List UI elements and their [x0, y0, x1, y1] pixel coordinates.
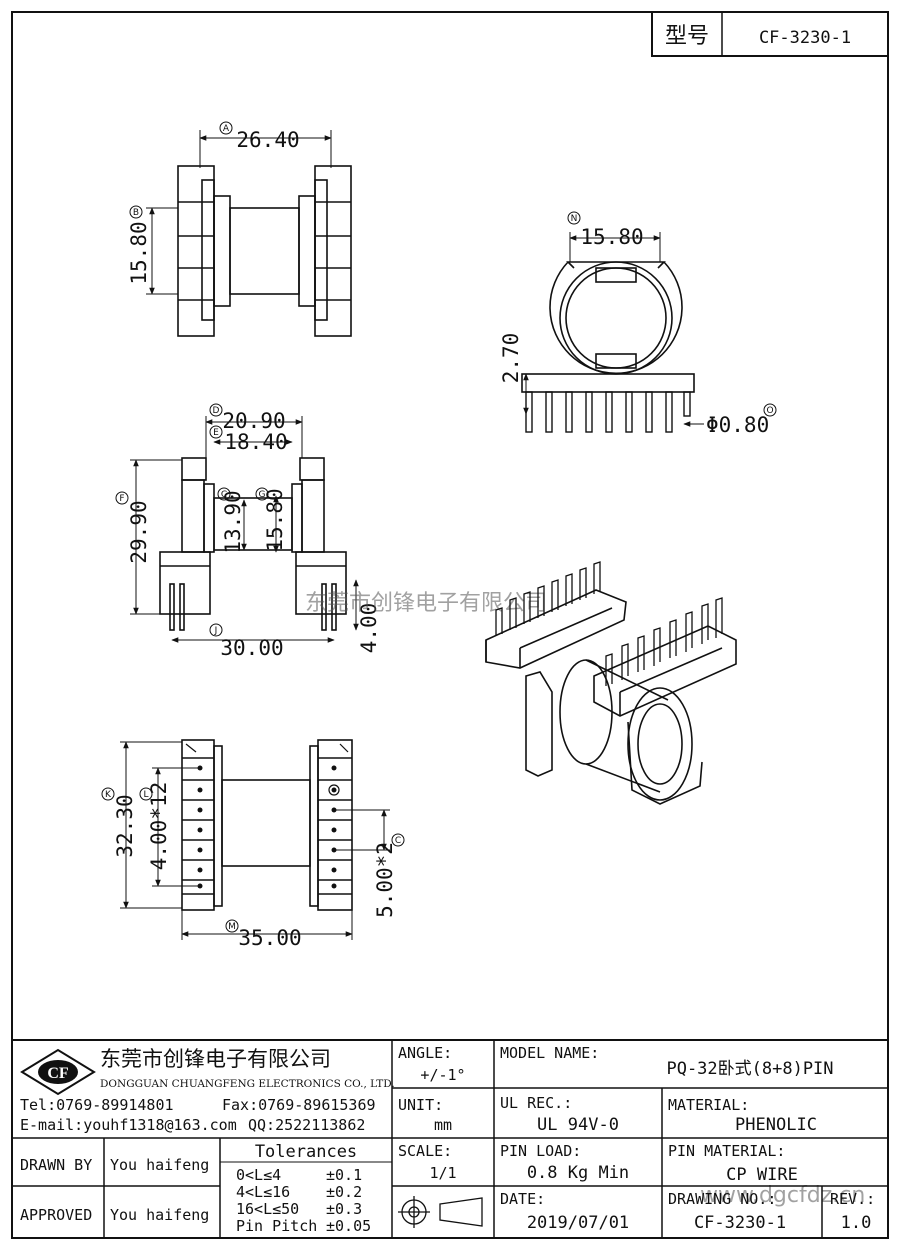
tolerance-range: 4<L≤16	[236, 1183, 290, 1201]
side-view-dims: 15.80 N 2.70 Φ0.80 O	[499, 211, 777, 437]
rev-label: REV.:	[830, 1190, 875, 1208]
dim-top-height: 15.80	[127, 221, 151, 284]
circle-label-c2: C	[395, 836, 401, 846]
circle-label-f: F	[119, 494, 124, 504]
model-label: 型号	[665, 24, 709, 49]
drawing-border	[11, 11, 889, 1239]
dim-pin-diameter: Φ0.80	[706, 413, 769, 437]
pin-material-value: CP WIRE	[726, 1165, 798, 1185]
company-name-en: DONGGUAN CHUANGFENG ELECTRONICS CO., LTD…	[100, 1078, 395, 1090]
ul-label: UL REC.:	[500, 1094, 572, 1112]
tolerance-value: ±0.1	[326, 1166, 362, 1184]
model-header-box: 型号 CF-3230-1	[651, 11, 889, 57]
front-view-dims: 20.90 D 18.40 E 13.90 C 15.80 G 29.90 F …	[115, 403, 381, 660]
company-qq: QQ:2522113862	[248, 1116, 365, 1134]
dim-front-inner-diam: 13.90	[221, 490, 245, 553]
dim-pin-length: 4.00	[357, 603, 381, 654]
approved-value: You haifeng	[110, 1206, 209, 1224]
tolerance-range: 0<L≤4	[236, 1166, 281, 1184]
logo-text: CF	[47, 1065, 69, 1082]
angle-value: +/-1°	[420, 1066, 465, 1084]
tolerance-value: ±0.2	[326, 1183, 362, 1201]
circle-label-g: G	[259, 490, 266, 500]
dim-side-diameter: 15.80	[580, 225, 643, 249]
tolerance-value: ±0.3	[326, 1200, 362, 1218]
dim-front-outer-diam: 15.80	[263, 488, 287, 551]
tolerance-range: 16<L≤50	[236, 1200, 299, 1218]
angle-label: ANGLE:	[398, 1044, 452, 1062]
dim-bottom-height: 32.30	[113, 794, 137, 857]
dim-front-base-width: 30.00	[220, 636, 283, 660]
pin-load-label: PIN LOAD:	[500, 1142, 581, 1160]
approved-label: APPROVED	[20, 1206, 92, 1224]
bottom-view	[181, 739, 353, 911]
dim-bottom-width: 35.00	[238, 926, 301, 950]
pin-load-value: 0.8 Kg Min	[527, 1163, 629, 1183]
drawn-by-value: You haifeng	[110, 1156, 209, 1174]
circle-label-d: D	[213, 406, 220, 416]
drawing-no-value: CF-3230-1	[694, 1213, 786, 1233]
circle-label-e: E	[213, 428, 219, 438]
tolerance-table: 0<L≤4 ±0.1 4<L≤16 ±0.2 16<L≤50 ±0.3 Pin …	[236, 1166, 371, 1235]
front-view	[159, 457, 347, 631]
company-email: E-mail:youhf1318@163.com	[20, 1116, 237, 1134]
bottom-view-dims: 32.30 K 4.00*12 L 5.00*2 C 35.00 M	[101, 741, 405, 950]
scale-value: 1/1	[429, 1164, 456, 1182]
model-name-label: MODEL NAME:	[500, 1044, 599, 1062]
pin-material-label: PIN MATERIAL:	[668, 1142, 785, 1160]
dim-top-width: 26.40	[236, 128, 299, 152]
tolerances-title: Tolerances	[255, 1142, 357, 1162]
top-view-dims: 26.40 15.80 A B	[127, 121, 332, 295]
drawn-by-label: DRAWN BY	[20, 1156, 92, 1174]
circle-label-j: J	[214, 626, 218, 636]
date-label: DATE:	[500, 1190, 545, 1208]
side-view	[521, 261, 695, 433]
company-logo: CF	[20, 1048, 96, 1096]
circle-label-b: B	[133, 208, 139, 218]
tolerance-range: Pin Pitch	[236, 1217, 317, 1235]
company-fax: Fax:0769-89615369	[222, 1096, 376, 1114]
top-view	[177, 165, 352, 337]
rev-value: 1.0	[841, 1213, 872, 1233]
dim-bottom-row-pitch: 5.00*2	[373, 842, 397, 918]
model-name-value: PQ-32卧式(8+8)PIN	[666, 1059, 833, 1079]
dim-bottom-pitch: 4.00*12	[147, 782, 171, 871]
company-tel: Tel:0769-89914801	[20, 1096, 174, 1114]
material-value: PHENOLIC	[735, 1115, 817, 1135]
circle-label-o: O	[766, 406, 773, 416]
circle-label-l: L	[143, 790, 148, 800]
drawing-no-label: DRAWING NO.:	[668, 1190, 776, 1208]
date-value: 2019/07/01	[527, 1213, 629, 1233]
watermark-text: 东莞市创锋电子有限公司	[305, 591, 547, 616]
dim-front-flange-width: 20.90	[222, 409, 285, 433]
model-value: CF-3230-1	[759, 28, 851, 48]
circle-label-k: K	[105, 790, 112, 800]
material-label: MATERIAL:	[668, 1096, 749, 1114]
projection-symbol	[398, 1196, 483, 1228]
circle-label-m: M	[228, 922, 236, 932]
scale-label: SCALE:	[398, 1142, 452, 1160]
ul-value: UL 94V-0	[537, 1115, 619, 1135]
circle-label-a: A	[223, 124, 230, 134]
dim-pin-offset: 2.70	[499, 333, 523, 384]
dim-front-inner-width: 18.40	[224, 430, 287, 454]
unit-label: UNIT:	[398, 1096, 443, 1114]
circle-label-n: N	[571, 214, 578, 224]
tolerance-value: ±0.05	[326, 1217, 371, 1235]
isometric-view	[485, 561, 737, 805]
watermark-site: www.dgcfdz.cn	[700, 1183, 865, 1208]
company-name-cn: 东莞市创锋电子有限公司	[100, 1047, 331, 1071]
title-block	[12, 1039, 888, 1238]
unit-value: mm	[434, 1116, 452, 1134]
dim-front-height: 29.90	[127, 500, 151, 563]
circle-label-c: C	[221, 490, 227, 500]
